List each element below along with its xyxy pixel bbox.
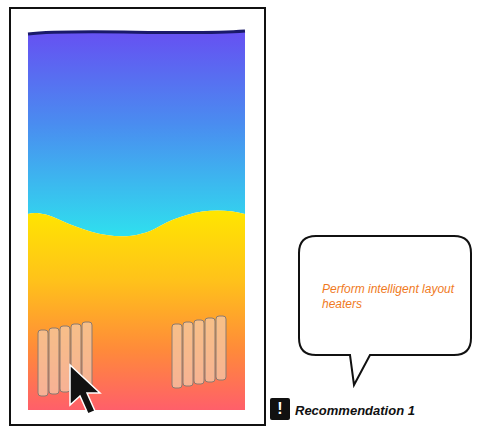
radiator-fin xyxy=(183,322,193,386)
mouse-cursor xyxy=(70,365,100,414)
cold-air-zone xyxy=(28,31,245,236)
speech-bubble: Perform intelligent layout heaters xyxy=(298,235,472,387)
ceiling-line xyxy=(28,31,245,34)
recommendation-label: Recommendation 1 xyxy=(295,403,415,419)
room-frame xyxy=(10,8,265,425)
bubble-shape xyxy=(299,236,471,385)
right-radiator xyxy=(172,316,226,388)
radiator-fin xyxy=(49,328,59,394)
radiator-fin xyxy=(38,330,48,396)
warning-icon: ! xyxy=(270,398,290,420)
radiator-fin xyxy=(172,324,182,388)
radiator-fin xyxy=(216,316,226,380)
radiator-fin xyxy=(194,320,204,384)
bubble-text: Perform intelligent layout heaters xyxy=(322,282,472,312)
radiator-fin xyxy=(205,318,215,382)
radiator-fin xyxy=(60,326,70,392)
warm-air-zone xyxy=(28,210,245,410)
